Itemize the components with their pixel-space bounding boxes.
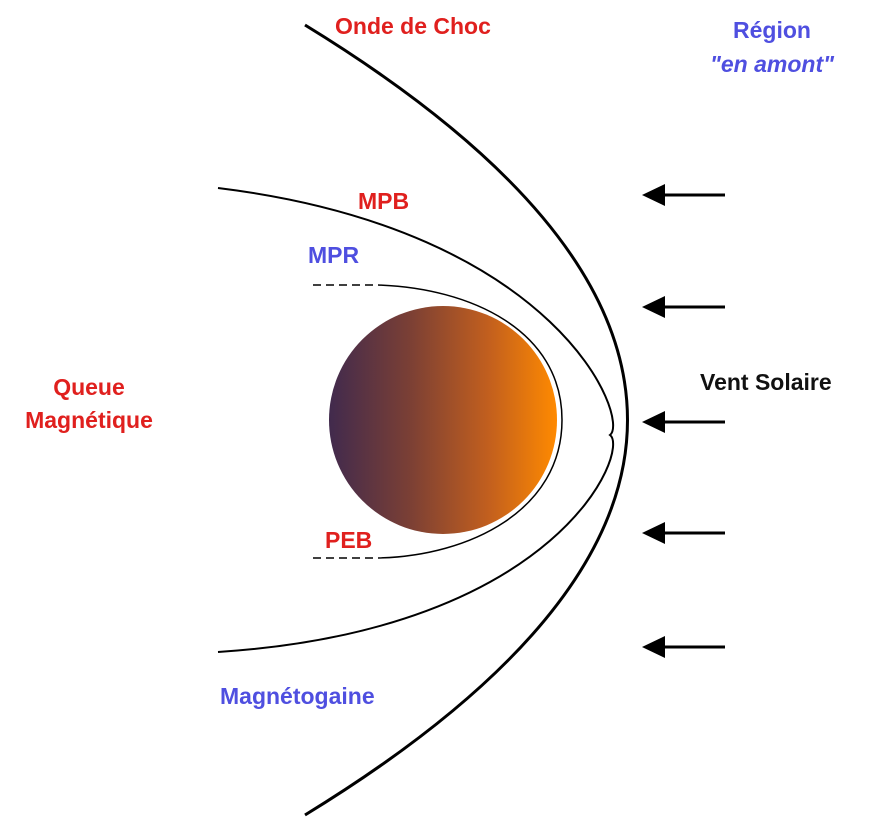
- solar-wind-arrow-head: [642, 296, 665, 318]
- bow-shock-label: Onde de Choc: [335, 13, 491, 39]
- magnetosheath-label: Magnétogaine: [220, 683, 375, 709]
- planet: [329, 306, 557, 534]
- mpb-boundary-curve: [217, 187, 615, 653]
- bow-shock-curve: [304, 23, 629, 817]
- mpr-peb-boundary-curve: [377, 284, 563, 559]
- magnetic-tail-label-line1: Queue: [53, 374, 125, 400]
- mpb-label: MPB: [358, 188, 409, 214]
- solar-wind-arrow-head: [642, 184, 665, 206]
- magnetic-tail-label-line2: Magnétique: [25, 407, 153, 433]
- mpr-label: MPR: [308, 242, 360, 268]
- solar-wind-label: Vent Solaire: [700, 369, 832, 395]
- solar-wind-arrow-head: [642, 411, 665, 433]
- upstream-region-label-line1: Région: [733, 17, 811, 43]
- solar-wind-arrow-head: [642, 636, 665, 658]
- upstream-region-label-line2: "en amont": [710, 51, 835, 77]
- solar-wind-arrow-head: [642, 522, 665, 544]
- solar-wind-arrows: [642, 184, 725, 658]
- peb-label: PEB: [325, 527, 372, 553]
